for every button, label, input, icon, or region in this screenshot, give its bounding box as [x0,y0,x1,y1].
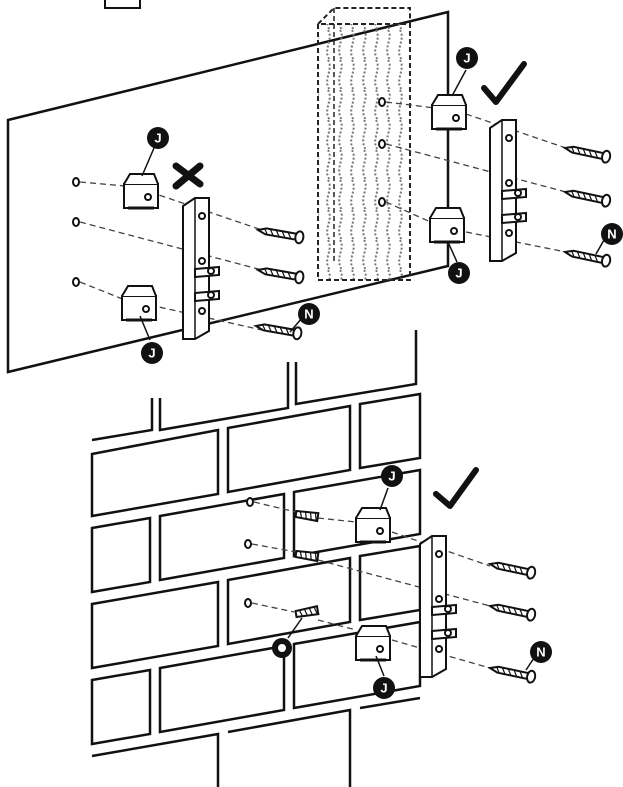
label-j-top-right-upper: J [456,47,478,69]
svg-text:N: N [304,307,313,322]
screw-top-left-3 [253,319,304,341]
label-j-bottom-upper: J [381,465,403,487]
pilot-holes-left [72,177,80,287]
wall-bracket-top-right-lower [428,206,466,244]
screw-top-right-3 [562,245,613,269]
label-j-bottom-lower: J [373,677,395,699]
wall-bracket-bottom-lower [354,624,392,662]
svg-text:J: J [388,469,395,484]
svg-text:J: J [455,266,462,281]
alignment-lines-left [79,181,263,331]
svg-text:J: J [463,51,470,66]
wall-bracket-top-left-lower [120,284,158,322]
svg-text:O: O [282,647,283,649]
svg-text:J: J [148,346,155,361]
mounting-rail-top-right [489,119,527,262]
label-j-top-left-upper: J [147,127,169,149]
pilot-holes-stud [378,97,386,207]
check-mark-icon [481,61,527,105]
svg-text:J: J [380,681,387,696]
wall-bracket-bottom-upper [354,506,392,544]
screw-top-right-2 [562,185,613,209]
svg-text:N: N [607,227,616,242]
screw-bottom-1 [487,557,538,581]
cross-mark-icon [172,162,204,190]
svg-text:J: J [154,131,161,146]
mounting-rail-bottom [419,535,457,678]
screw-bottom-2 [487,599,538,623]
label-n-top-right: N [601,223,623,245]
screw-top-right-1 [562,141,613,165]
wood-stud [317,7,411,281]
label-j-top-right-lower: J [448,262,470,284]
label-n-top-left: N [298,303,320,325]
check-mark-icon [433,467,479,509]
brick-wall [90,330,422,787]
wall-bracket-top-right-upper [430,93,468,131]
label-o-plug: O [272,638,292,658]
label-j-top-left-lower: J [141,342,163,364]
svg-text:N: N [536,645,545,660]
drill-holes-brick [244,497,254,608]
wall-bracket-top-left-upper [122,172,160,210]
label-n-bottom: N [530,641,552,663]
